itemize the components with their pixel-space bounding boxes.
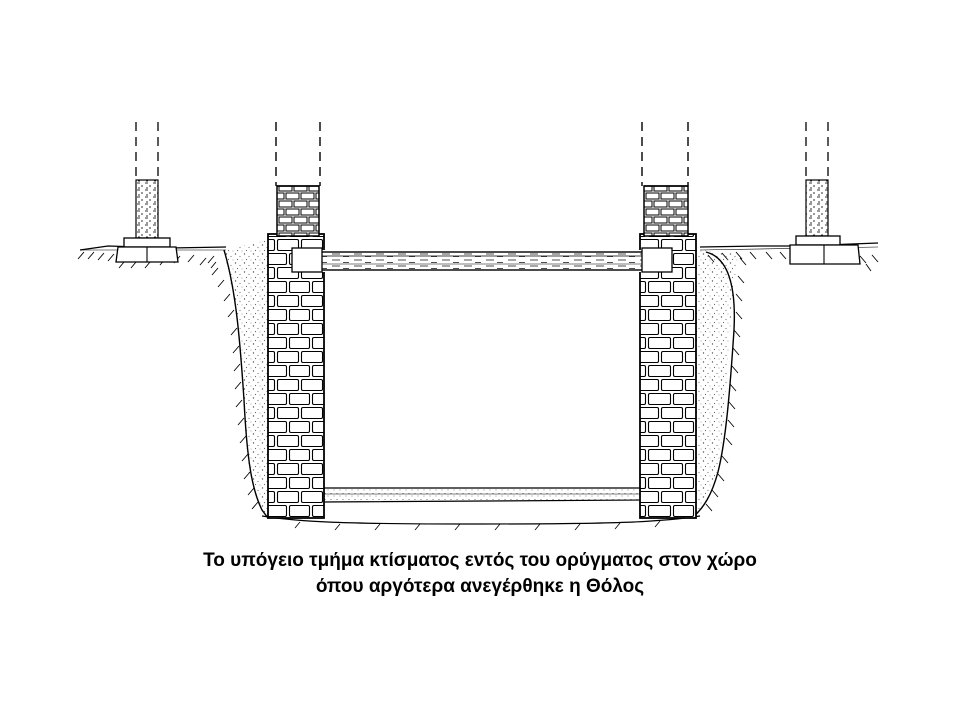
right-masonry-wall (639, 185, 697, 519)
caption-line-2: όπου αργότερα ανεγέρθηκε η Θόλος (315, 576, 645, 597)
floor-slab (321, 487, 645, 503)
pier-extensions-dashed (275, 122, 689, 186)
figure-caption: Το υπόγειο τμήμα κτίσματος εντός του ορύ… (0, 548, 960, 600)
left-masonry-wall (267, 185, 325, 519)
right-outer-column (789, 122, 861, 265)
caption-line-1: Το υπόγειο τμήμα κτίσματος εντός του ορύ… (203, 550, 757, 571)
trench-fill (207, 240, 747, 531)
building-section-drawing (77, 122, 879, 531)
left-outer-column (115, 122, 179, 263)
roof-beam (291, 247, 673, 273)
